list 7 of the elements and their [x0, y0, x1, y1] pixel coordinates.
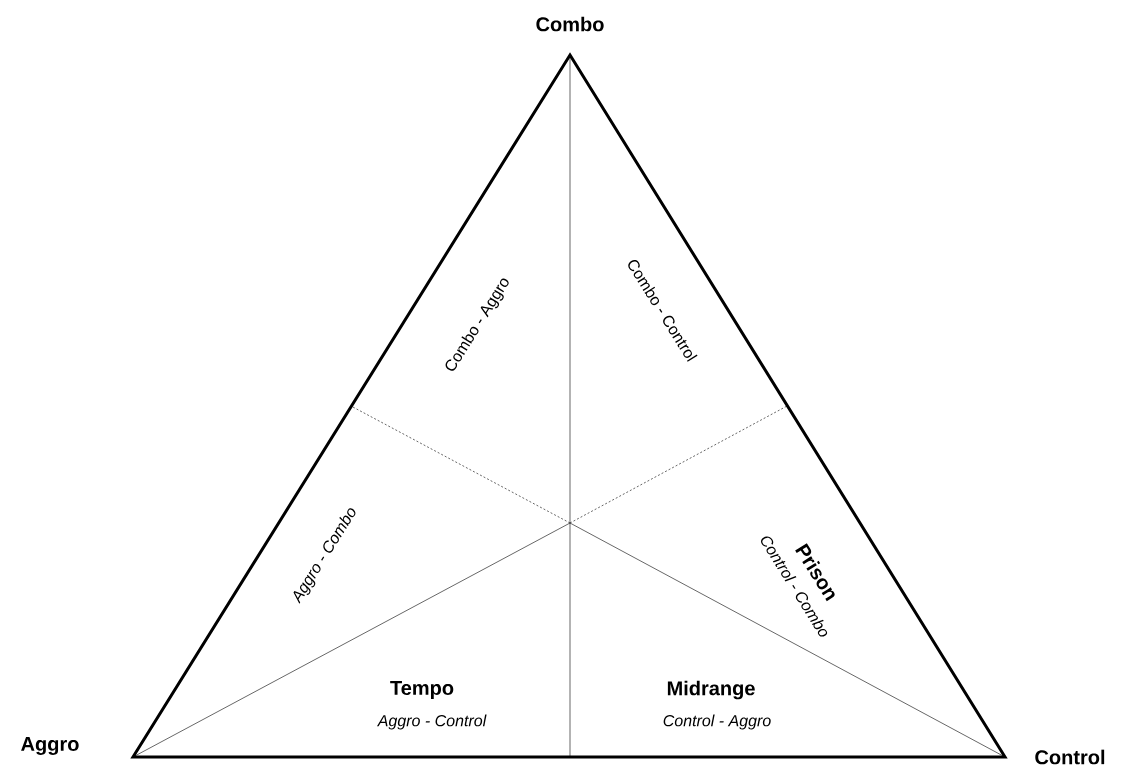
- vertex-label: Aggro: [21, 737, 79, 755]
- vertex-label: Control: [1035, 749, 1105, 765]
- region-heading: Midrange: [667, 680, 755, 700]
- vertex-label: Combo: [536, 16, 604, 32]
- region-label: Control - Aggro: [663, 714, 771, 730]
- region-label: Aggro - Control: [376, 714, 487, 730]
- region-heading: Tempo: [390, 681, 454, 699]
